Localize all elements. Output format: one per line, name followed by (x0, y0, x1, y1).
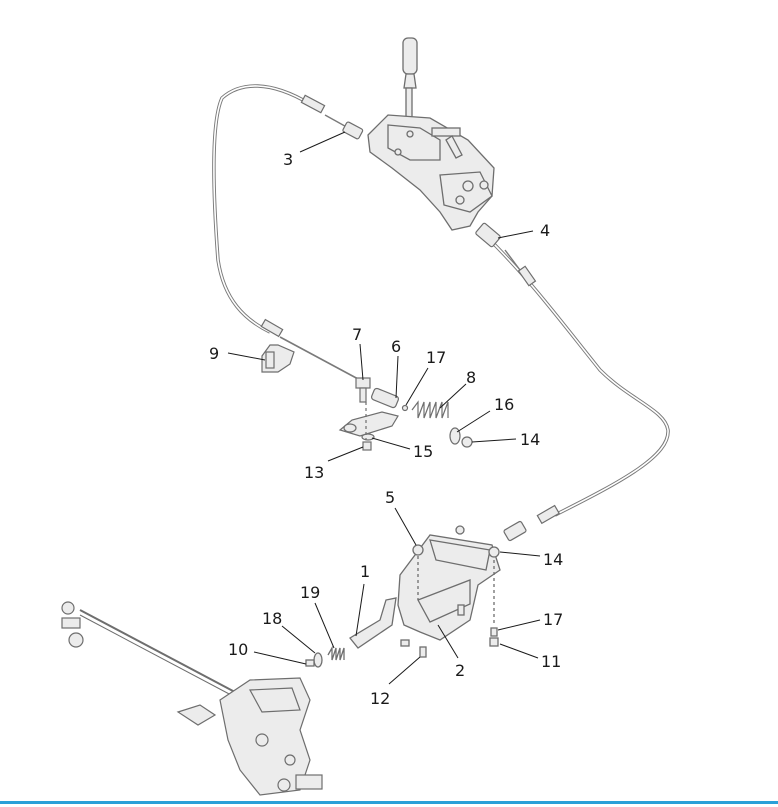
shift-rod-1 (349, 597, 397, 649)
callout-12: 12 (370, 689, 390, 708)
callout-13: 13 (304, 463, 324, 482)
callout-9: 9 (209, 344, 219, 363)
shift-cables (212, 84, 670, 517)
callout-16: 16 (494, 395, 514, 414)
transmission-linkage (61, 601, 323, 796)
clip-17b (490, 627, 498, 637)
callout-6: 6 (391, 337, 401, 356)
callout-17: 17 (426, 348, 446, 367)
callout-7: 7 (352, 325, 362, 344)
nut-10 (305, 659, 315, 667)
clip-17 (401, 404, 409, 412)
lever-knob (402, 37, 418, 75)
callout-14-bracket: 14 (543, 550, 563, 569)
callout-4: 4 (540, 221, 550, 240)
leader-lines (227, 131, 541, 685)
callout-15: 15 (413, 442, 433, 461)
nut-13 (362, 441, 372, 451)
cable-end-fittings (260, 94, 560, 542)
callout-1: 1 (360, 562, 370, 581)
bolt-12 (419, 646, 427, 658)
callout-numbers: 3 4 9 7 6 17 8 16 14 15 13 5 14 1 19 18 … (209, 150, 563, 708)
fitting-4 (475, 222, 501, 248)
washer-15 (361, 433, 375, 441)
linkage-assembly (261, 344, 473, 451)
fitting-3a (300, 94, 326, 114)
washer-18 (313, 652, 323, 668)
callout-8: 8 (466, 368, 476, 387)
callout-10: 10 (228, 640, 248, 659)
mounting-bracket (305, 525, 501, 668)
bolt-11 (489, 637, 499, 647)
nut-5 (412, 544, 424, 556)
nut-14b (488, 546, 500, 558)
callout-14: 14 (520, 430, 540, 449)
callout-17-bracket: 17 (543, 610, 563, 629)
spring-19 (327, 645, 345, 661)
callout-18: 18 (262, 609, 282, 628)
sleeve-6 (371, 387, 399, 409)
callout-11: 11 (541, 652, 561, 671)
callout-5: 5 (385, 488, 395, 507)
nut-14 (461, 436, 473, 448)
lever-neck (403, 73, 417, 89)
callout-3: 3 (283, 150, 293, 169)
washer-16 (449, 427, 461, 445)
bottom-accent-rule (0, 801, 778, 804)
shift-lever-assembly (367, 37, 495, 231)
spring-8 (411, 400, 449, 419)
callout-19: 19 (300, 583, 320, 602)
callout-2: 2 (455, 661, 465, 680)
fitting-3b (342, 121, 364, 140)
